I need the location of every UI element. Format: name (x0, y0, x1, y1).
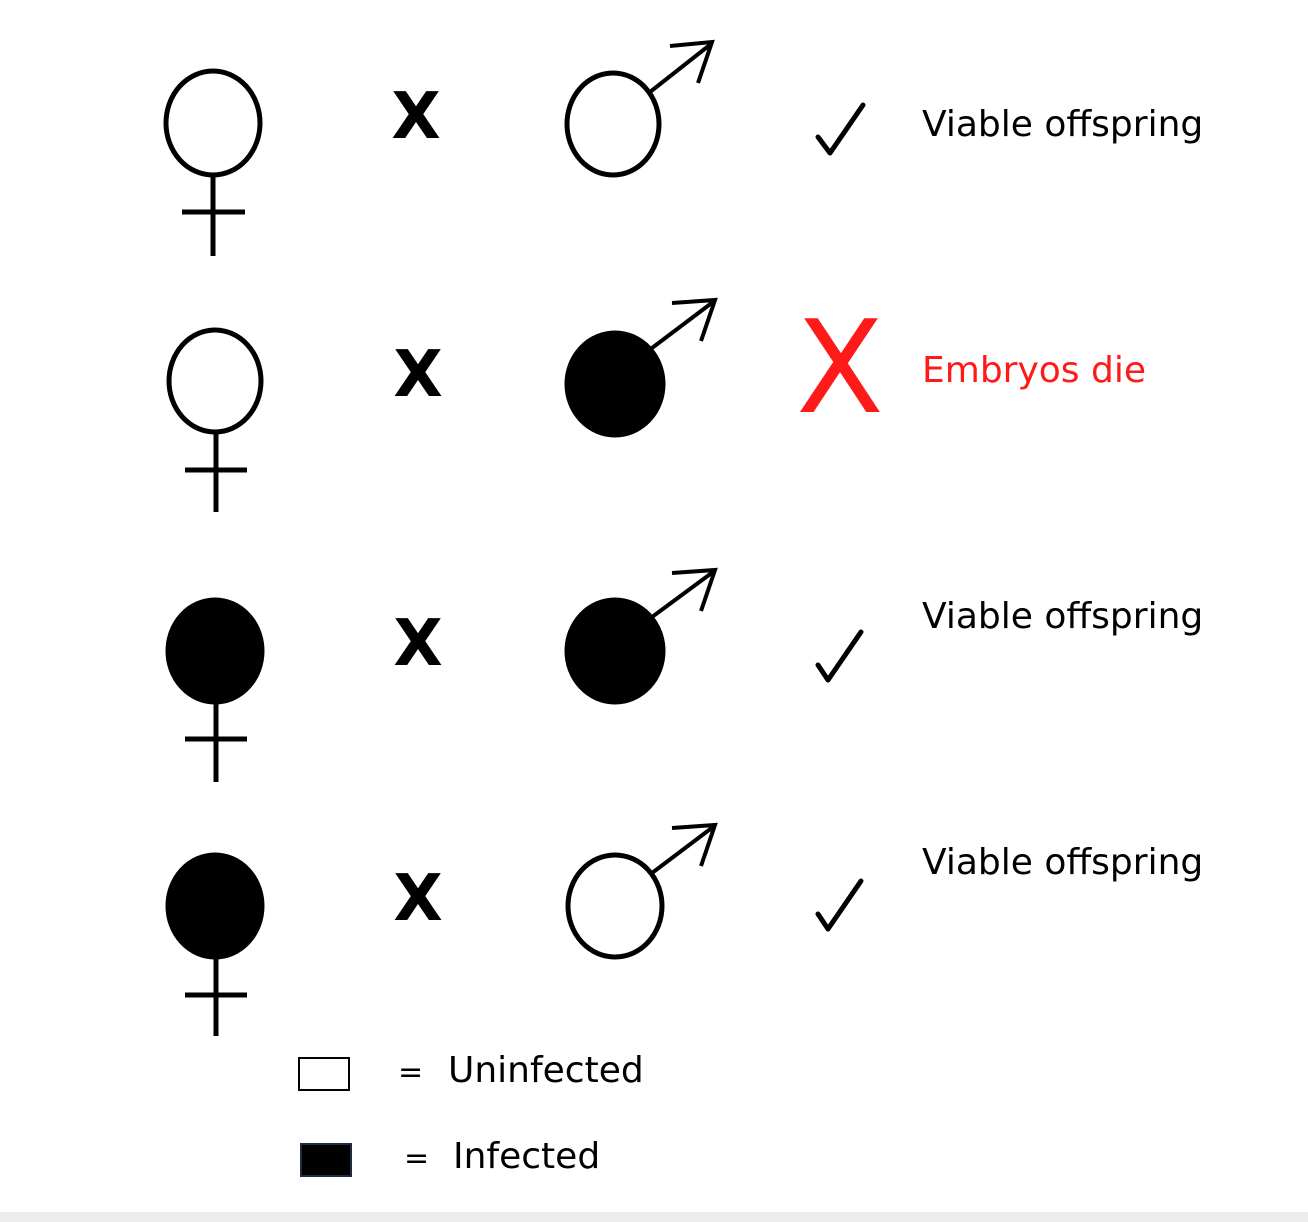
female-symbol-icon (166, 327, 264, 512)
check-icon (815, 102, 866, 156)
cross-symbol: X (393, 862, 442, 936)
red-x-icon: X (796, 294, 884, 443)
check-icon (815, 629, 864, 683)
legend-item-infected: = Infected (300, 1136, 600, 1177)
legend-item-uninfected: = Uninfected (298, 1050, 644, 1091)
male-symbol-icon (564, 297, 718, 438)
uninfected-swatch (298, 1057, 350, 1091)
cross-row-1: X Viable offspring (163, 39, 1203, 256)
male-symbol-icon (564, 39, 715, 178)
check-icon (815, 878, 864, 932)
infected-swatch (300, 1143, 352, 1177)
female-symbol-icon (165, 852, 265, 1036)
cross-row-2: X X Embryos die (166, 294, 1146, 512)
legend-equals: = (398, 1055, 423, 1090)
legend: = Uninfected = Infected (298, 1050, 644, 1177)
male-symbol-icon (565, 822, 718, 960)
cross-row-3: X Viable offspring (165, 567, 1203, 782)
female-symbol-icon (163, 68, 263, 256)
bottom-band (0, 1212, 1308, 1222)
legend-label: Uninfected (448, 1050, 644, 1091)
legend-equals: = (404, 1141, 429, 1176)
male-symbol-icon (564, 567, 718, 705)
cross-row-4: X Viable offspring (165, 822, 1203, 1036)
cross-symbol: X (393, 607, 442, 681)
outcome-label: Viable offspring (922, 842, 1203, 883)
outcome-label: Viable offspring (922, 596, 1203, 637)
outcome-label: Embryos die (922, 350, 1146, 391)
female-symbol-icon (165, 597, 265, 782)
cross-symbol: X (393, 338, 442, 412)
cross-symbol: X (391, 80, 440, 154)
legend-label: Infected (453, 1136, 600, 1177)
outcome-label: Viable offspring (922, 104, 1203, 145)
